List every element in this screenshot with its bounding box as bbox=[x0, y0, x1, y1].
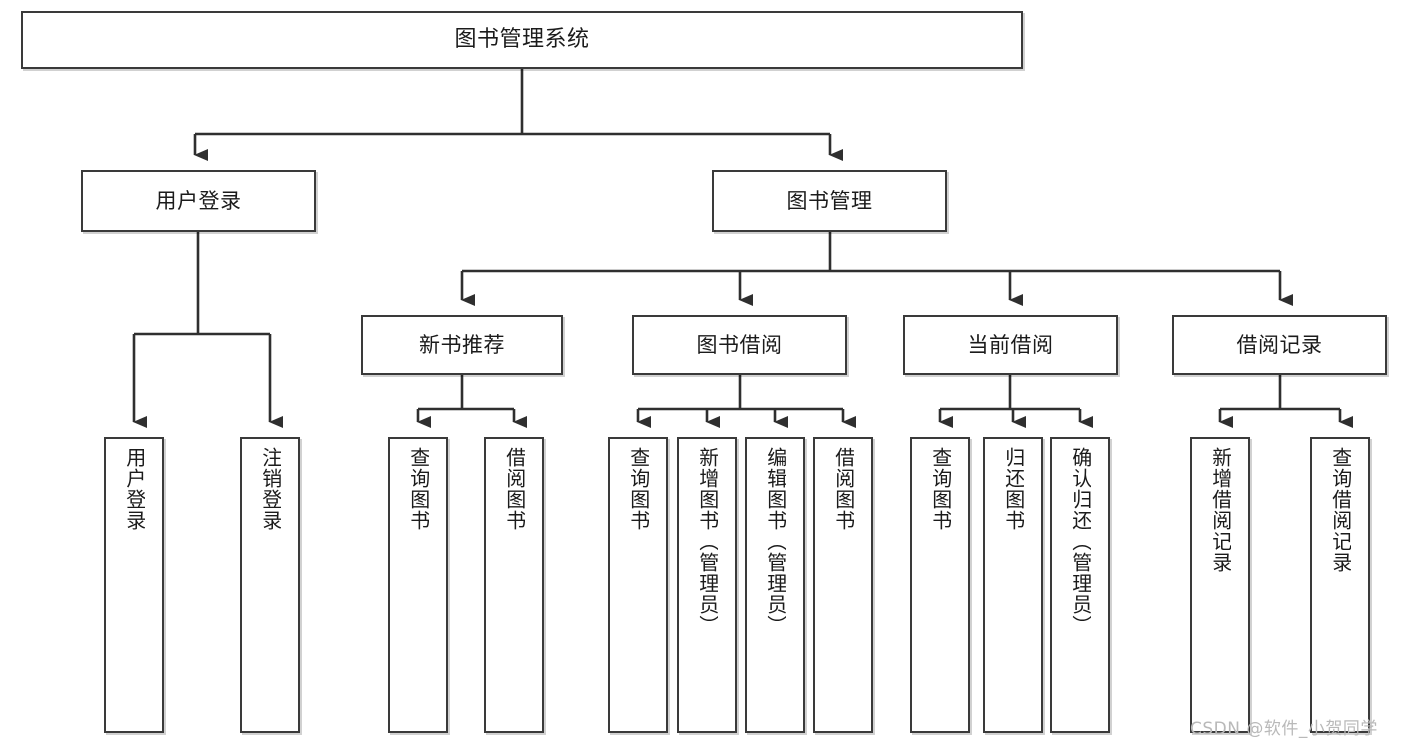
leaf-return-book[interactable]: 归还图书 bbox=[983, 437, 1043, 733]
leaf-confirm-return-admin[interactable]: 确认归还（管理员） bbox=[1050, 437, 1110, 733]
node-book-management-label: 图书管理 bbox=[786, 188, 873, 213]
node-current-borrow-label: 当前借阅 bbox=[967, 332, 1054, 357]
leaf-add-book-admin-label: 新增图书（管理员） bbox=[696, 447, 718, 636]
leaf-add-borrow-record-label: 新增借阅记录 bbox=[1209, 447, 1231, 573]
node-current-borrow[interactable]: 当前借阅 bbox=[903, 315, 1118, 375]
leaf-logout[interactable]: 注销登录 bbox=[240, 437, 300, 733]
leaf-user-login-label: 用户登录 bbox=[123, 447, 145, 531]
node-new-book-recommend[interactable]: 新书推荐 bbox=[361, 315, 563, 375]
node-borrow-record-label: 借阅记录 bbox=[1236, 332, 1323, 357]
csdn-watermark: CSDN @软件_小贺同学 bbox=[1190, 719, 1378, 739]
leaf-logout-label: 注销登录 bbox=[259, 447, 281, 531]
node-book-borrow-label: 图书借阅 bbox=[696, 332, 783, 357]
node-new-book-recommend-label: 新书推荐 bbox=[419, 332, 505, 357]
leaf-borrow-book-label: 借阅图书 bbox=[832, 447, 854, 531]
leaf-edit-book-admin[interactable]: 编辑图书（管理员） bbox=[745, 437, 805, 733]
leaf-query-book-current[interactable]: 查询图书 bbox=[910, 437, 970, 733]
leaf-query-book-newbook-label: 查询图书 bbox=[407, 447, 429, 531]
leaf-query-book-borrow-label: 查询图书 bbox=[627, 447, 649, 531]
leaf-add-borrow-record[interactable]: 新增借阅记录 bbox=[1190, 437, 1250, 733]
leaf-add-book-admin[interactable]: 新增图书（管理员） bbox=[677, 437, 737, 733]
leaf-borrow-book-newbook[interactable]: 借阅图书 bbox=[484, 437, 544, 733]
node-user-login[interactable]: 用户登录 bbox=[81, 170, 316, 232]
leaf-query-book-newbook[interactable]: 查询图书 bbox=[388, 437, 448, 733]
leaf-confirm-return-admin-label: 确认归还（管理员） bbox=[1069, 447, 1091, 636]
node-root[interactable]: 图书管理系统 bbox=[21, 11, 1023, 69]
leaf-query-borrow-record[interactable]: 查询借阅记录 bbox=[1310, 437, 1370, 733]
leaf-return-book-label: 归还图书 bbox=[1002, 447, 1024, 531]
node-book-borrow[interactable]: 图书借阅 bbox=[632, 315, 847, 375]
node-borrow-record[interactable]: 借阅记录 bbox=[1172, 315, 1387, 375]
leaf-query-book-current-label: 查询图书 bbox=[929, 447, 951, 531]
leaf-query-book-borrow[interactable]: 查询图书 bbox=[608, 437, 668, 733]
leaf-query-borrow-record-label: 查询借阅记录 bbox=[1329, 447, 1351, 573]
leaf-borrow-book-newbook-label: 借阅图书 bbox=[503, 447, 525, 531]
node-root-label: 图书管理系统 bbox=[454, 27, 590, 53]
leaf-borrow-book[interactable]: 借阅图书 bbox=[813, 437, 873, 733]
leaf-edit-book-admin-label: 编辑图书（管理员） bbox=[764, 447, 786, 636]
node-user-login-label: 用户登录 bbox=[155, 188, 242, 213]
leaf-user-login[interactable]: 用户登录 bbox=[104, 437, 164, 733]
node-book-management[interactable]: 图书管理 bbox=[712, 170, 947, 232]
